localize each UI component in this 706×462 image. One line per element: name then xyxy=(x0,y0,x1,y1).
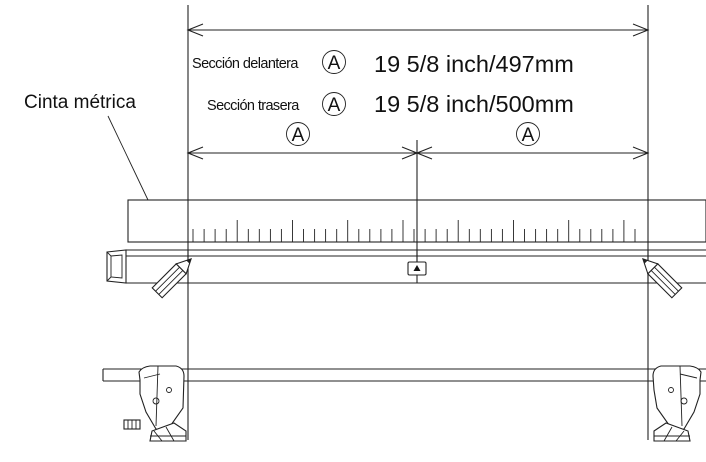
rear-section-marker-icon: A xyxy=(322,92,346,116)
svg-text:A: A xyxy=(522,125,535,146)
rear-section-label: Sección trasera xyxy=(207,98,300,114)
svg-text:A: A xyxy=(328,95,341,116)
left-half-dimension-line xyxy=(186,146,419,160)
front-section-marker-icon: A xyxy=(322,50,346,74)
left-foot-bracket xyxy=(123,365,187,442)
left-pencil-icon xyxy=(151,258,192,299)
right-pencil-icon xyxy=(642,258,683,299)
right-half-dimension-line xyxy=(415,146,650,160)
tape-measure-label: Cinta métrica xyxy=(24,92,136,113)
right-foot-bracket xyxy=(652,365,702,442)
center-mark-icon xyxy=(407,261,427,276)
front-section-value: 19 5/8 inch/497mm xyxy=(374,51,574,77)
upper-rail-bar xyxy=(106,249,706,284)
svg-text:A: A xyxy=(292,125,305,146)
svg-text:A: A xyxy=(328,53,341,74)
rear-section-value: 19 5/8 inch/500mm xyxy=(374,91,574,117)
overall-dimension-line xyxy=(186,23,650,37)
lower-roof-bar xyxy=(102,368,706,382)
tape-measure-leader-line xyxy=(107,115,149,201)
left-half-marker-icon: A xyxy=(286,122,310,146)
tape-measure-ticks xyxy=(192,220,636,242)
right-half-marker-icon: A xyxy=(516,122,540,146)
front-section-label: Sección delantera xyxy=(192,56,299,72)
